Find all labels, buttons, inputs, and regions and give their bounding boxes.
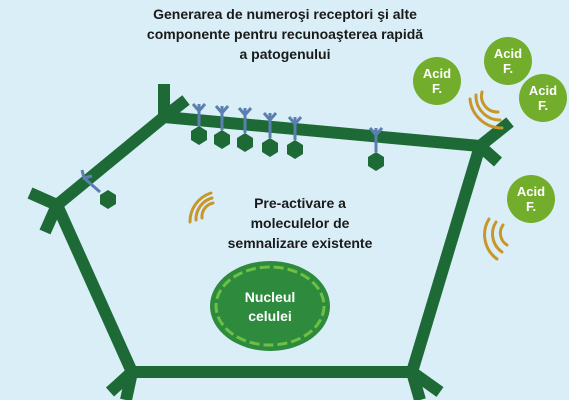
middle-caption-line: semnalizare existente xyxy=(227,235,373,251)
nucleus-label: Nucleul celulei xyxy=(215,288,325,326)
acid-label: F. xyxy=(431,81,443,96)
membrane-spur xyxy=(120,370,138,400)
acid-label: F. xyxy=(525,199,537,214)
receptor xyxy=(262,112,278,157)
membrane-spur xyxy=(27,187,60,211)
top-caption-line: componente pentru recunoaşterea rapidă xyxy=(146,26,424,42)
middle-caption-line: Pre-activare a xyxy=(254,195,346,211)
receptor-cluster xyxy=(80,103,384,209)
acid-label: Acid xyxy=(516,184,546,199)
nucleus xyxy=(210,261,330,351)
middle-caption: Pre-activare a moleculelor de semnalizar… xyxy=(215,193,385,253)
receptor xyxy=(237,107,253,152)
signal-wave-right xyxy=(483,217,509,261)
membrane-spur xyxy=(476,141,502,167)
acid-circle: Acid F. xyxy=(519,74,567,122)
acid-circle: Acid F. xyxy=(413,57,461,105)
receptor xyxy=(214,105,230,149)
acid-circle: Acid F. xyxy=(484,37,532,85)
signal-wave-top-right xyxy=(468,90,504,130)
nucleus-label-line: celulei xyxy=(248,308,292,324)
acid-label: F. xyxy=(502,61,514,76)
receptor xyxy=(368,127,384,171)
acid-label: Acid xyxy=(422,66,452,81)
acid-label: F. xyxy=(537,98,549,113)
membrane-spur xyxy=(160,95,190,122)
membrane-spur xyxy=(406,370,426,400)
top-caption-line: Generarea de numeroşi receptori şi alte xyxy=(153,6,417,22)
receptor xyxy=(191,103,207,145)
membrane-spur xyxy=(39,202,63,235)
cell-membrane xyxy=(51,111,486,378)
signal-wave-center xyxy=(188,191,215,224)
membrane-spurs xyxy=(27,84,514,400)
top-caption: Generarea de numeroşi receptori şi alte … xyxy=(95,4,475,64)
middle-caption-line: moleculelor de xyxy=(250,215,350,231)
acid-label: Acid xyxy=(528,83,558,98)
nucleus-label-line: Nucleul xyxy=(244,289,296,305)
receptor xyxy=(80,169,116,209)
receptor xyxy=(287,116,303,159)
top-caption-line: a patogenului xyxy=(239,46,331,62)
acid-circle: Acid F. xyxy=(507,175,555,223)
acid-label: Acid xyxy=(493,46,523,61)
membrane-spur xyxy=(476,117,514,151)
signal-waves xyxy=(188,90,509,261)
